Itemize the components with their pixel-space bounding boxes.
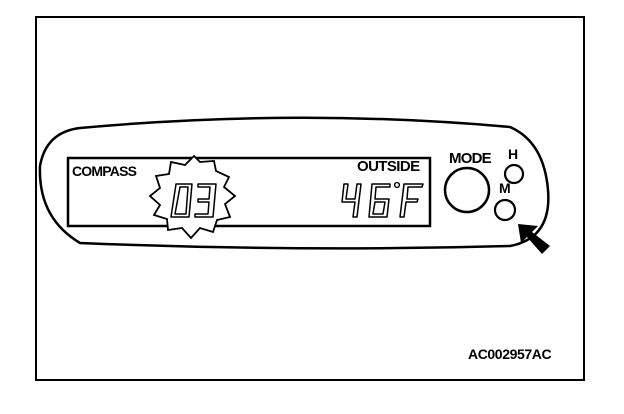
digit-4-outline	[341, 183, 362, 218]
m-button[interactable]	[493, 198, 517, 222]
arrow-icon	[518, 224, 550, 254]
digit-6-outline	[368, 183, 391, 218]
digit-0-inner	[174, 186, 189, 215]
outside-label: OUTSIDE	[357, 158, 420, 175]
lcd-window	[66, 156, 432, 228]
compass-label: COMPASS	[72, 163, 137, 179]
mode-button[interactable]	[443, 166, 491, 214]
digit-3-outline	[194, 183, 217, 218]
display-housing	[38, 116, 550, 250]
degree-mark	[393, 181, 401, 189]
digit-0-outline	[170, 183, 193, 218]
figure-code: AC002957AC	[468, 346, 552, 362]
compass-digits	[170, 183, 217, 218]
mode-label: MODE	[449, 150, 492, 167]
figure-frame	[35, 16, 585, 381]
h-button-label: H	[508, 146, 519, 162]
digit-f-outline	[399, 183, 424, 218]
h-button[interactable]	[503, 163, 525, 185]
temperature-digits	[341, 181, 424, 218]
m-button-label: M	[499, 180, 511, 196]
